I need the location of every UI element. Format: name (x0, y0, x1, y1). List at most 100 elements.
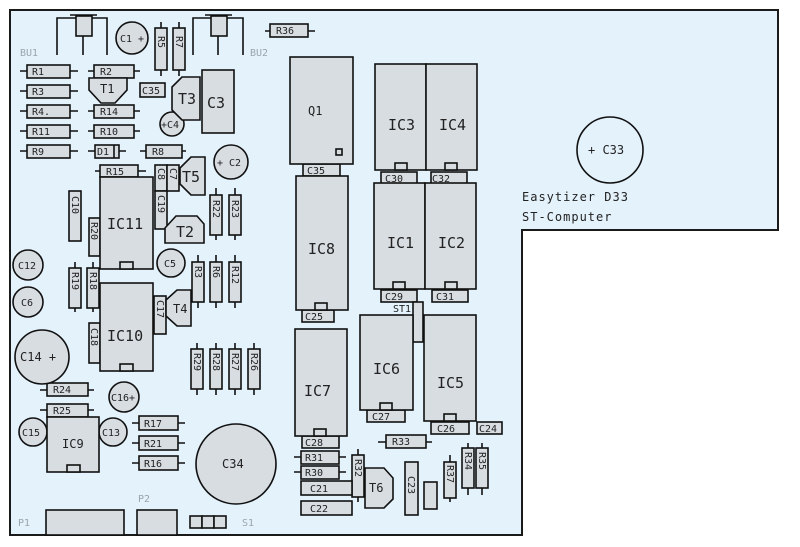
capacitor-c16: C16+ (108, 381, 140, 413)
r37-label: R37 (444, 465, 455, 483)
t5-label: T5 (182, 168, 200, 186)
capacitors-round: C1 + + C2 +C4 C5 C12 C6 C14 + C16+ C15 C… (12, 21, 644, 505)
capacitor-c12: C12 (12, 249, 44, 281)
connector-p2: P2 (136, 494, 178, 536)
resistor-r30: R30 (294, 465, 346, 480)
resistor-r3-vertical: R3 (191, 255, 205, 308)
capacitor-c19: C19 (154, 190, 168, 230)
q1-label: Q1 (308, 104, 322, 118)
r17-label: R17 (144, 419, 162, 430)
ic8-label: IC8 (308, 240, 335, 258)
t1-label: T1 (100, 82, 114, 96)
resistor-r24: R24 (40, 382, 94, 397)
capacitor-c21: C21 (300, 480, 353, 496)
connector-bu1: BU1 (20, 14, 108, 59)
r11-label: R11 (32, 127, 50, 138)
unlabeled-component (423, 481, 438, 510)
r8-label: R8 (152, 147, 164, 158)
capacitor-c33: + C33 (576, 116, 644, 184)
r2-label: R2 (100, 67, 112, 78)
resistor-r21: R21 (132, 435, 185, 451)
r21-label: R21 (144, 439, 162, 450)
resistor-r19: R19 (68, 262, 82, 312)
resistors-vertical: R5 R7 R22 R23 R3 R6 R12 R19 R18 R20 R29 … (68, 22, 489, 502)
c8-label: C8 (155, 168, 166, 180)
resistor-r34: R34 (461, 443, 475, 495)
r9-label: R9 (32, 147, 44, 158)
connector-bu2: BU2 (192, 14, 268, 59)
resistor-r11: R11 (20, 124, 78, 139)
c2-label: + C2 (217, 158, 241, 169)
r27-label: R27 (229, 353, 240, 371)
switch-s1: S1 (189, 515, 254, 529)
r12-label: R12 (229, 266, 240, 284)
resistors-horizontal: R1 R3 R4. R11 R9 R2 R14 R10 D1 R8 R15 R3… (20, 23, 432, 480)
capacitor-c13: C13 (98, 417, 128, 447)
r4-label: R4. (32, 107, 50, 118)
t6-label: T6 (369, 481, 383, 495)
c17-label: C17 (154, 300, 165, 318)
t3-label: T3 (178, 90, 196, 108)
resistor-r32: R32 (351, 449, 365, 502)
r16-label: R16 (144, 459, 162, 470)
diode-d1: D1 (88, 144, 126, 159)
bu1-label: BU1 (20, 48, 38, 59)
ic-ic11: IC11 (99, 176, 154, 270)
capacitor-c4: +C4 (159, 111, 185, 137)
p2-label: P2 (138, 494, 150, 505)
ic-ic6: IC6 (359, 314, 414, 411)
r25-label: R25 (53, 406, 71, 417)
ic-ic1: IC1 (373, 182, 426, 290)
ic1-label: IC1 (387, 234, 414, 252)
t2-label: T2 (176, 223, 194, 241)
c18-label: C18 (88, 328, 99, 346)
resistor-r22: R22 (209, 188, 223, 240)
resistor-r31: R31 (294, 450, 346, 465)
resistor-r17: R17 (132, 415, 185, 431)
capacitor-c24: C24 (476, 421, 503, 435)
ic10-label: IC10 (107, 327, 143, 345)
connector-p1: P1 (18, 509, 125, 536)
transistor-t4: T4 (165, 289, 192, 327)
transistor-t3: T3 (171, 76, 201, 121)
c1-label: C1 + (120, 34, 144, 45)
p1-label: P1 (18, 518, 30, 529)
capacitor-c14: C14 + (14, 329, 70, 385)
c27-label: C27 (372, 412, 390, 423)
capacitor-c35-top: C35 (139, 82, 166, 98)
transistors: T1 T3 T5 T2 T4 T6 Q1 (88, 56, 394, 509)
r5-label: R5 (155, 36, 166, 48)
c35-top-label: C35 (142, 86, 160, 97)
c31-label: C31 (436, 292, 454, 303)
resistor-r16: R16 (132, 455, 185, 471)
bu2-label: BU2 (250, 48, 268, 59)
c24-label: C24 (479, 424, 497, 435)
r36-label: R36 (276, 26, 294, 37)
r34-label: R34 (462, 452, 473, 470)
capacitor-c10: C10 (68, 190, 82, 242)
resistor-r15: R15 (95, 164, 146, 178)
r23-label: R23 (229, 200, 240, 218)
capacitor-c2: + C2 (213, 144, 249, 180)
c4-label: +C4 (161, 120, 179, 131)
ic-ic9: IC9 (46, 416, 100, 473)
c29-label: C29 (385, 292, 403, 303)
c30-label: C30 (385, 174, 403, 185)
r28-label: R28 (210, 353, 221, 371)
capacitor-c23: C23 (404, 461, 419, 516)
ic-ic2: IC2 (424, 182, 477, 290)
board-title: Easytizer D33 (522, 190, 629, 204)
ic-ic5: IC5 (423, 314, 477, 422)
c7-label: C7 (167, 168, 178, 180)
ic-ic8: IC8 (295, 175, 349, 311)
resistor-r33: R33 (378, 434, 432, 449)
c26-label: C26 (437, 424, 455, 435)
resistor-r29: R29 (190, 343, 204, 395)
resistor-r3: R3 (20, 84, 78, 99)
resistor-r5: R5 (154, 22, 168, 76)
capacitor-c1: C1 + (115, 21, 149, 55)
c22-label: C22 (310, 504, 328, 515)
r10-label: R10 (100, 127, 118, 138)
capacitor-c29: C29 (380, 289, 418, 303)
